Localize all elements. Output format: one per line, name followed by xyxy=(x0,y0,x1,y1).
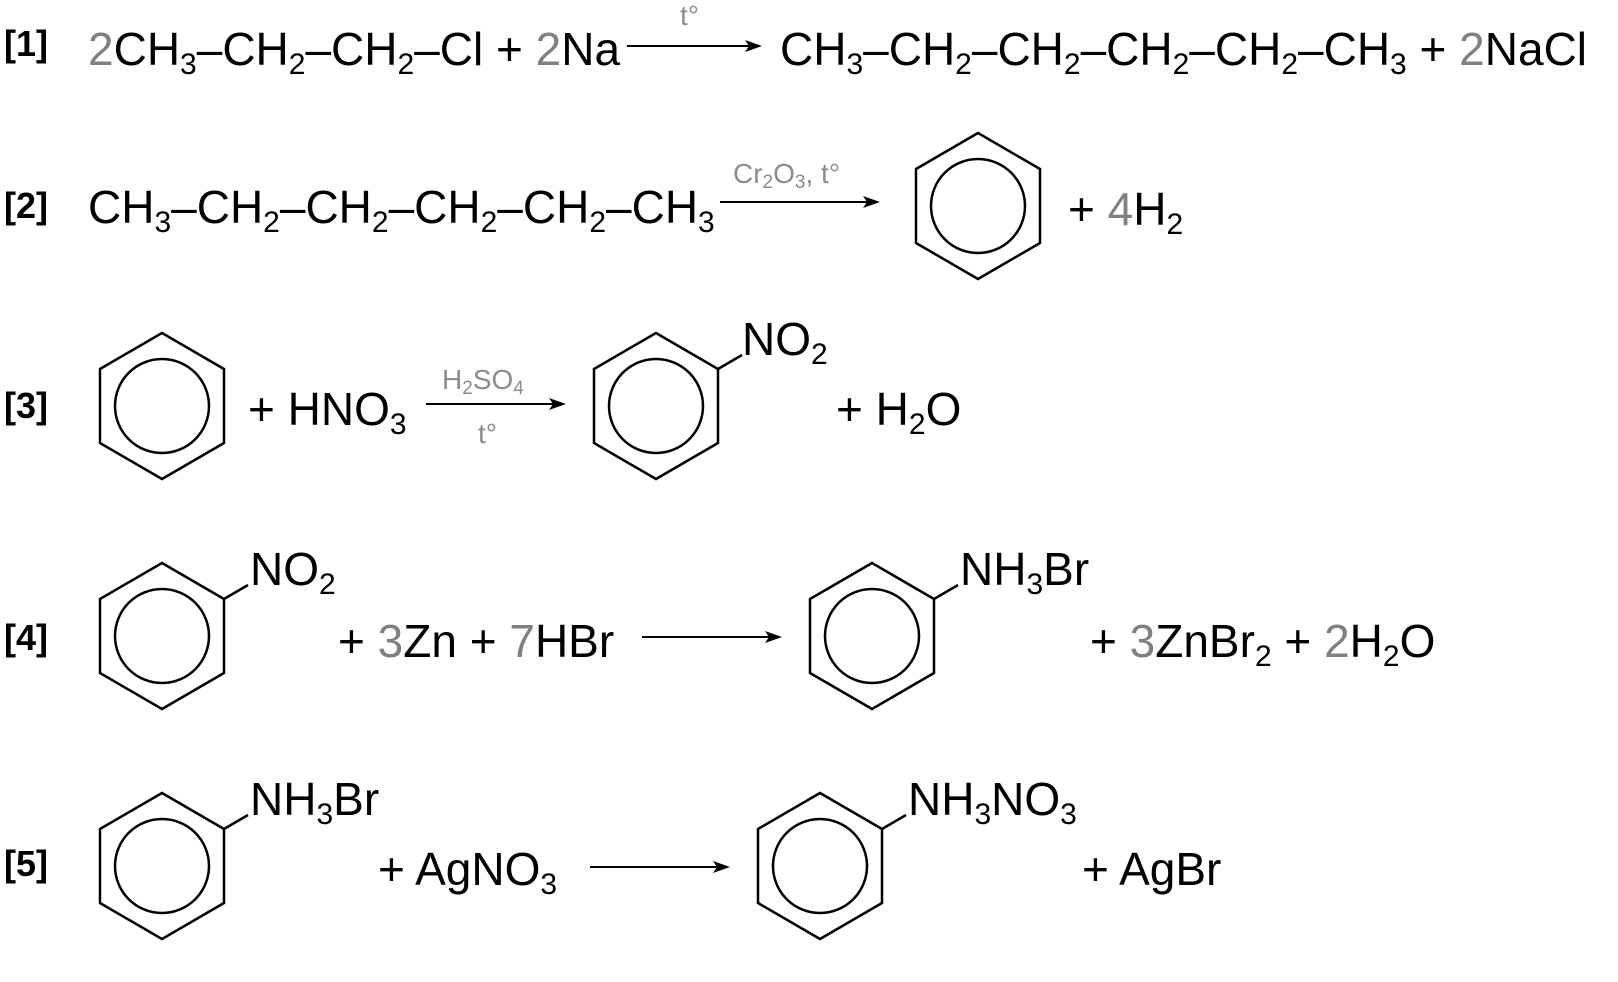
benzene-ring-icon xyxy=(592,331,743,481)
reaction-label: [5] xyxy=(4,843,48,884)
coefficient: 3 xyxy=(377,615,404,667)
reaction-label: [3] xyxy=(4,385,48,426)
benzene-ring-icon xyxy=(756,791,907,941)
benzene-ring-icon xyxy=(98,561,249,711)
coefficient: 7 xyxy=(509,615,535,667)
reaction-arrow xyxy=(426,398,566,410)
substituent-label: NO2 xyxy=(250,543,336,601)
reactant-formula: + AgNO3 xyxy=(378,843,558,901)
reaction-arrow xyxy=(642,631,782,643)
benzene-ring-icon xyxy=(98,791,249,941)
coefficient: 2 xyxy=(1324,615,1350,667)
product-formula: + 3ZnBr2 + 2H2O xyxy=(1090,615,1436,673)
benzene-ring-icon xyxy=(914,131,1042,281)
reaction-arrow xyxy=(590,861,730,873)
benzene-ring-icon xyxy=(808,561,959,711)
product-formula: + 4H2 xyxy=(1068,183,1184,241)
substituent-label: NO2 xyxy=(742,313,828,371)
substituent-label: NH3Br xyxy=(250,773,380,831)
condition-below: t° xyxy=(478,418,497,449)
coefficient: 2 xyxy=(535,23,562,75)
coefficient: 3 xyxy=(1129,615,1156,667)
product-formula: CH3–CH2–CH2–CH2–CH2–CH3 + 2NaCl xyxy=(780,23,1588,81)
product-formula: + AgBr xyxy=(1082,843,1222,895)
reactant-formula: + 3Zn + 7HBr xyxy=(338,615,615,667)
reaction-arrow xyxy=(720,196,880,208)
reactant-formula: + HNO3 xyxy=(248,383,407,441)
reaction-label: [4] xyxy=(4,617,48,658)
substituent-label: NH3Br xyxy=(960,543,1090,601)
condition-above: t° xyxy=(680,0,699,31)
product-formula: + H2O xyxy=(836,383,962,441)
reactant-formula: 2CH3–CH2–CH2–Cl + 2Na xyxy=(88,23,621,81)
reaction-label: [1] xyxy=(4,23,48,64)
reactant-formula: CH3–CH2–CH2–CH2–CH2–CH3 xyxy=(88,181,715,239)
coefficient: 2 xyxy=(1459,23,1485,75)
condition-above: Cr2O3, t° xyxy=(733,158,841,193)
reaction-label: [2] xyxy=(4,185,48,226)
condition-above: H2SO4 xyxy=(442,364,524,399)
substituent-label: NH3NO3 xyxy=(908,773,1077,831)
coefficient: 2 xyxy=(88,23,114,75)
benzene-ring-icon xyxy=(98,331,226,481)
reaction-arrow xyxy=(627,40,762,52)
coefficient: 4 xyxy=(1107,183,1134,235)
